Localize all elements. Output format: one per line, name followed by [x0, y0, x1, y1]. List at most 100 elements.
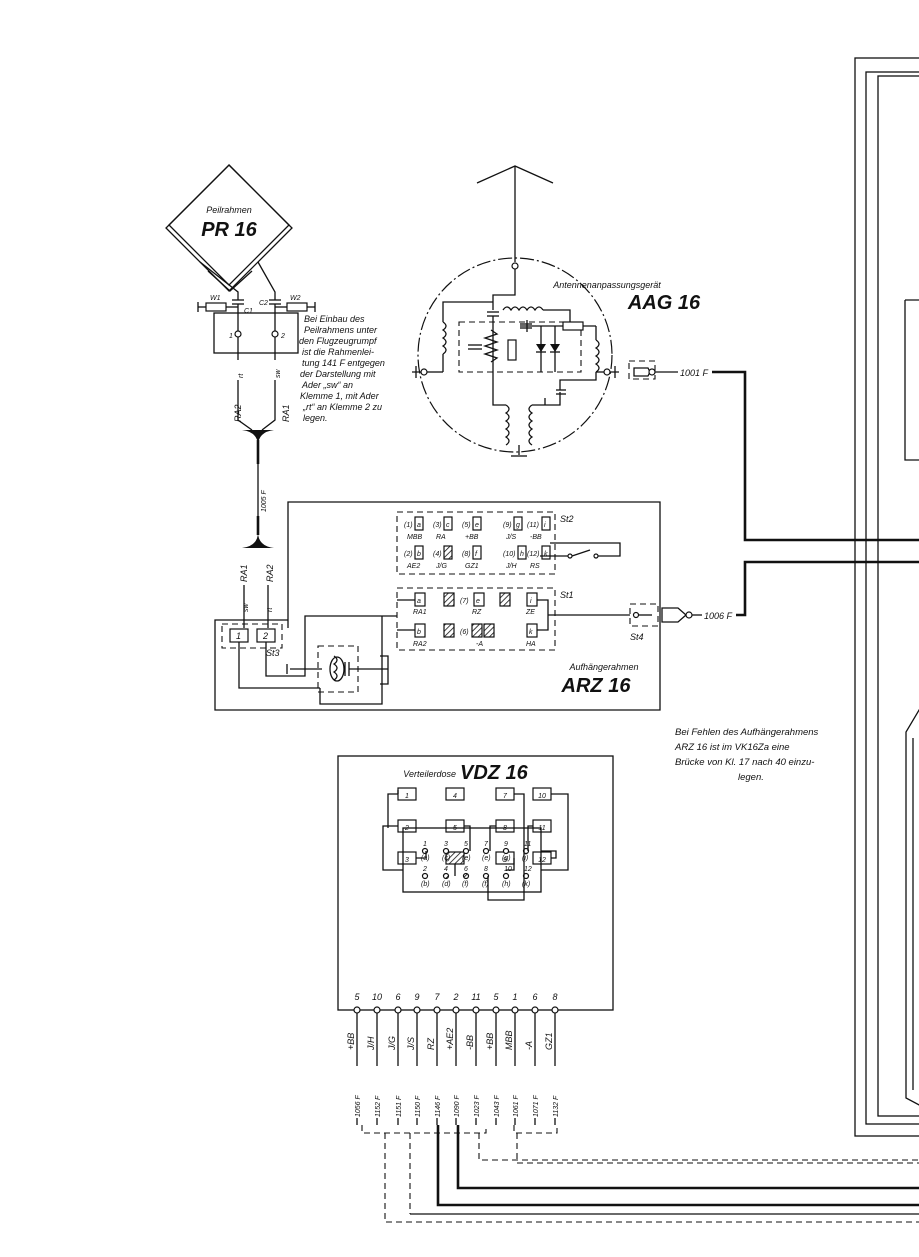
st2-pin — [541, 516, 551, 531]
output-wire-number: 1043 F — [494, 1094, 501, 1117]
c2-label: C2 — [259, 300, 268, 307]
terminal-1-label: 1 — [229, 333, 233, 340]
ra2-bottom-label: RA2 — [265, 564, 275, 582]
st2-pin-letter: b — [417, 551, 421, 558]
pr-note-line-4: tung 141 F entgegen — [302, 358, 385, 368]
st3-terminal-1: 1 — [236, 631, 241, 641]
ra1-bottom-label: RA1 — [239, 564, 249, 582]
output-pin-number: 6 — [395, 992, 400, 1002]
peilrahmen-model: PR 16 — [201, 219, 257, 241]
output-label-bg — [450, 1066, 462, 1118]
st2-signal: RA — [436, 534, 446, 541]
bottom-harness — [361, 1125, 919, 1223]
st2-signal: GZ1 — [465, 563, 479, 570]
output-pin — [472, 1006, 480, 1014]
arz-model: ARZ 16 — [561, 675, 632, 697]
vdz-wire — [464, 825, 471, 851]
st2-pin-number: (2) — [404, 551, 413, 558]
output-signal: +AE2 — [445, 1028, 455, 1050]
st2-pin-letter: f — [475, 551, 478, 558]
st3-label: St3 — [266, 648, 280, 658]
output-pin — [373, 1006, 381, 1014]
peilrahmen-pr16: Peilrahmen PR 16 W1 W2 C1 C2 1 2 rt sw — [165, 164, 316, 431]
vdz-inner-pin-letter: (c) — [442, 855, 450, 862]
w2-label: W2 — [290, 295, 301, 302]
aag-model: AAG 16 — [627, 292, 701, 314]
output-signal: J/H — [366, 1036, 376, 1051]
st2-pin-letter: g — [516, 522, 520, 529]
vdz-terminal-number: 1 — [405, 793, 409, 800]
vdz-inner-pin-letter: (i) — [522, 855, 528, 862]
vdz-inner-pin — [421, 872, 429, 880]
output-signal: -A — [524, 1041, 534, 1050]
vdz-inner-pin-number: 7 — [484, 841, 489, 848]
st2-pin — [517, 545, 527, 560]
output-wire-number: 1071 F — [533, 1094, 540, 1117]
pr-note-line-8: „rt“ an Klemme 2 zu — [302, 402, 382, 412]
st2-pin — [414, 516, 424, 531]
st2-pin-number: (8) — [462, 551, 471, 558]
pr-note-line-2: den Flugzeugrumpf — [299, 336, 378, 346]
sw-wire-label: sw — [243, 603, 250, 613]
output-signal: J/S — [406, 1037, 416, 1051]
output-signal: +BB — [485, 1033, 495, 1050]
st1-rz: RZ — [472, 609, 482, 616]
vdz-terminal-number: 11 — [538, 825, 545, 832]
output-signal: MBB — [504, 1030, 514, 1050]
vdz-inner-pin-letter: (e) — [462, 855, 471, 862]
output-wire-number: 1090 F — [454, 1094, 461, 1117]
cable-1005f-label: 1005 F — [261, 489, 268, 512]
peilrahmen-label: Peilrahmen — [206, 205, 252, 215]
st2-pin-number: (9) — [503, 522, 512, 529]
vdz-inner-pin-letter: (k) — [522, 881, 530, 888]
output-label-bg — [411, 1066, 423, 1118]
vdz-inner-pin-number: 4 — [444, 866, 448, 873]
vdz-wire — [387, 793, 398, 828]
aag-wire-label: 1001 F — [680, 368, 709, 378]
st1-a: a — [417, 598, 421, 605]
arz16-mounting-frame: Aufhängerahmen ARZ 16 St2 (1)aMBB(3)cRA(… — [214, 501, 919, 711]
pr16-installation-note: Bei Einbau des Peilrahmens unter den Flu… — [299, 314, 385, 423]
output-pin-number: 6 — [532, 992, 537, 1002]
vdz-wire — [487, 793, 525, 901]
vdz-internal-wiring — [382, 790, 569, 901]
ra1-top-label: RA1 — [281, 404, 291, 422]
st2-pin-number: (5) — [462, 522, 471, 529]
output-pin-number: 10 — [372, 992, 382, 1002]
vdz-model: VDZ 16 — [460, 762, 529, 784]
pr-note-line-0: Bei Einbau des — [304, 314, 365, 324]
output-signal: +BB — [346, 1033, 356, 1050]
output-pin — [413, 1006, 421, 1014]
st1-label: St1 — [560, 590, 574, 600]
rt-wire-label: rt — [267, 607, 274, 612]
arz16-missing-note: Bei Fehlen des Aufhängerahmens ARZ 16 is… — [674, 727, 819, 783]
vdz-wire — [527, 825, 533, 851]
vdz-inner-pin — [482, 847, 490, 855]
st2-signal: +BB — [465, 534, 479, 541]
output-wire-number: 1150 F — [415, 1095, 422, 1117]
output-wire-number: 1146 F — [435, 1095, 442, 1117]
st2-pin — [443, 516, 453, 531]
output-pin-number: 2 — [452, 992, 458, 1002]
output-signal: -BB — [465, 1035, 475, 1050]
arz-label: Aufhängerahmen — [568, 662, 638, 672]
st2-pin — [513, 516, 523, 531]
vdz-terminal-number: 10 — [538, 793, 546, 800]
output-label-bg — [490, 1066, 502, 1118]
arz-note-line-0: Bei Fehlen des Aufhängerahmens — [675, 727, 819, 738]
output-label-bg — [509, 1066, 521, 1118]
vdz-inner-pin — [462, 872, 470, 880]
vdz-wire — [541, 793, 569, 871]
output-wire-number: 1151 F — [396, 1095, 403, 1117]
output-pin-number: 5 — [493, 992, 499, 1002]
st2-pin-number: (10) — [503, 551, 515, 558]
output-signal: RZ — [426, 1038, 436, 1050]
vdz-inner-pin-number: 8 — [484, 866, 488, 873]
st2-pin-letter: e — [475, 522, 479, 529]
vdz-terminal-number: 12 — [538, 857, 546, 864]
output-pin — [394, 1006, 402, 1014]
st1-ra2: RA2 — [413, 641, 427, 648]
st2-pin-number: (11) — [527, 522, 539, 529]
output-pin — [353, 1006, 361, 1014]
output-pin-number: 11 — [471, 992, 480, 1002]
